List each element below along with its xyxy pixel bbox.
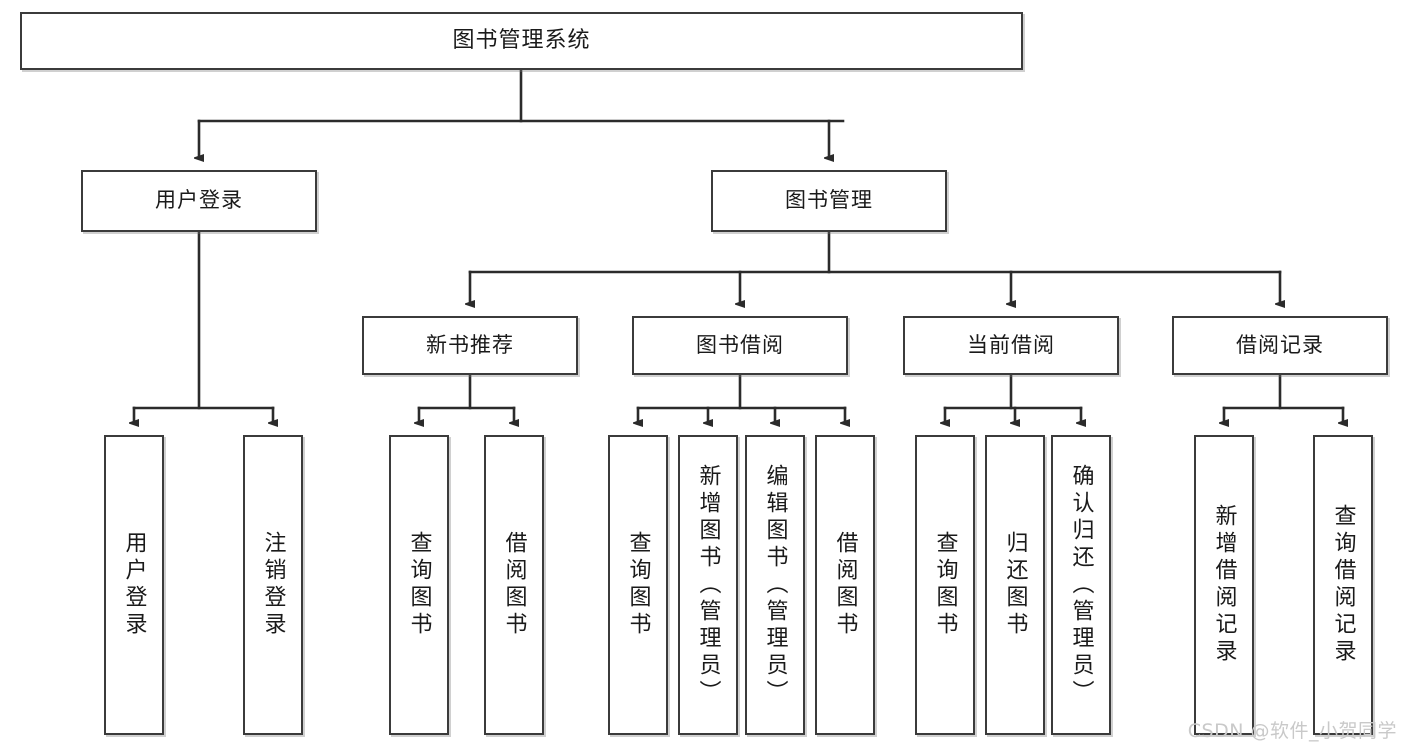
node-leaf-add-record-label: 新增借阅记录	[1211, 504, 1237, 666]
node-leaf-confirm-return[interactable]: 确认归还（管理员）	[1051, 435, 1111, 735]
node-leaf-borrow-book-rec-label: 借阅图书	[501, 531, 527, 639]
node-leaf-user-login-label: 用户登录	[121, 531, 147, 639]
node-book-borrow[interactable]: 图书借阅	[632, 316, 848, 375]
node-new-book-rec[interactable]: 新书推荐	[362, 316, 578, 375]
node-borrow-record-label: 借阅记录	[1236, 332, 1324, 357]
node-leaf-query-record-label: 查询借阅记录	[1330, 504, 1356, 666]
node-leaf-edit-book-label: 编辑图书（管理员）	[762, 463, 788, 707]
node-leaf-query-book-cur[interactable]: 查询图书	[915, 435, 975, 735]
node-leaf-user-login[interactable]: 用户登录	[104, 435, 164, 735]
node-current-borrow-label: 当前借阅	[967, 332, 1055, 357]
node-leaf-query-book-rec[interactable]: 查询图书	[389, 435, 449, 735]
node-leaf-add-book[interactable]: 新增图书（管理员）	[678, 435, 738, 735]
node-leaf-add-record[interactable]: 新增借阅记录	[1194, 435, 1254, 735]
node-leaf-query-book-borrow[interactable]: 查询图书	[608, 435, 668, 735]
node-borrow-record[interactable]: 借阅记录	[1172, 316, 1388, 375]
node-leaf-return-book-label: 归还图书	[1002, 531, 1028, 639]
node-user-login-label: 用户登录	[155, 188, 243, 213]
node-leaf-confirm-return-label: 确认归还（管理员）	[1068, 463, 1094, 707]
node-leaf-logout-label: 注销登录	[260, 531, 286, 639]
node-book-borrow-label: 图书借阅	[696, 332, 784, 357]
node-leaf-add-book-label: 新增图书（管理员）	[695, 463, 721, 707]
node-leaf-borrow-book-rec[interactable]: 借阅图书	[484, 435, 544, 735]
node-book-manage-label: 图书管理	[785, 188, 873, 213]
node-new-book-rec-label: 新书推荐	[426, 332, 514, 357]
node-root-label: 图书管理系统	[452, 27, 591, 53]
watermark: CSDN @软件_小贺同学	[1187, 720, 1397, 742]
node-leaf-borrow-book[interactable]: 借阅图书	[815, 435, 875, 735]
node-leaf-return-book[interactable]: 归还图书	[985, 435, 1045, 735]
node-leaf-query-book-rec-label: 查询图书	[406, 531, 432, 639]
node-leaf-edit-book[interactable]: 编辑图书（管理员）	[745, 435, 805, 735]
node-book-manage[interactable]: 图书管理	[711, 170, 947, 232]
node-leaf-query-book-borrow-label: 查询图书	[625, 531, 651, 639]
node-leaf-query-record[interactable]: 查询借阅记录	[1313, 435, 1373, 735]
node-root[interactable]: 图书管理系统	[20, 12, 1023, 70]
node-leaf-logout[interactable]: 注销登录	[243, 435, 303, 735]
node-leaf-borrow-book-label: 借阅图书	[832, 531, 858, 639]
node-user-login[interactable]: 用户登录	[81, 170, 317, 232]
node-current-borrow[interactable]: 当前借阅	[903, 316, 1119, 375]
node-leaf-query-book-cur-label: 查询图书	[932, 531, 958, 639]
